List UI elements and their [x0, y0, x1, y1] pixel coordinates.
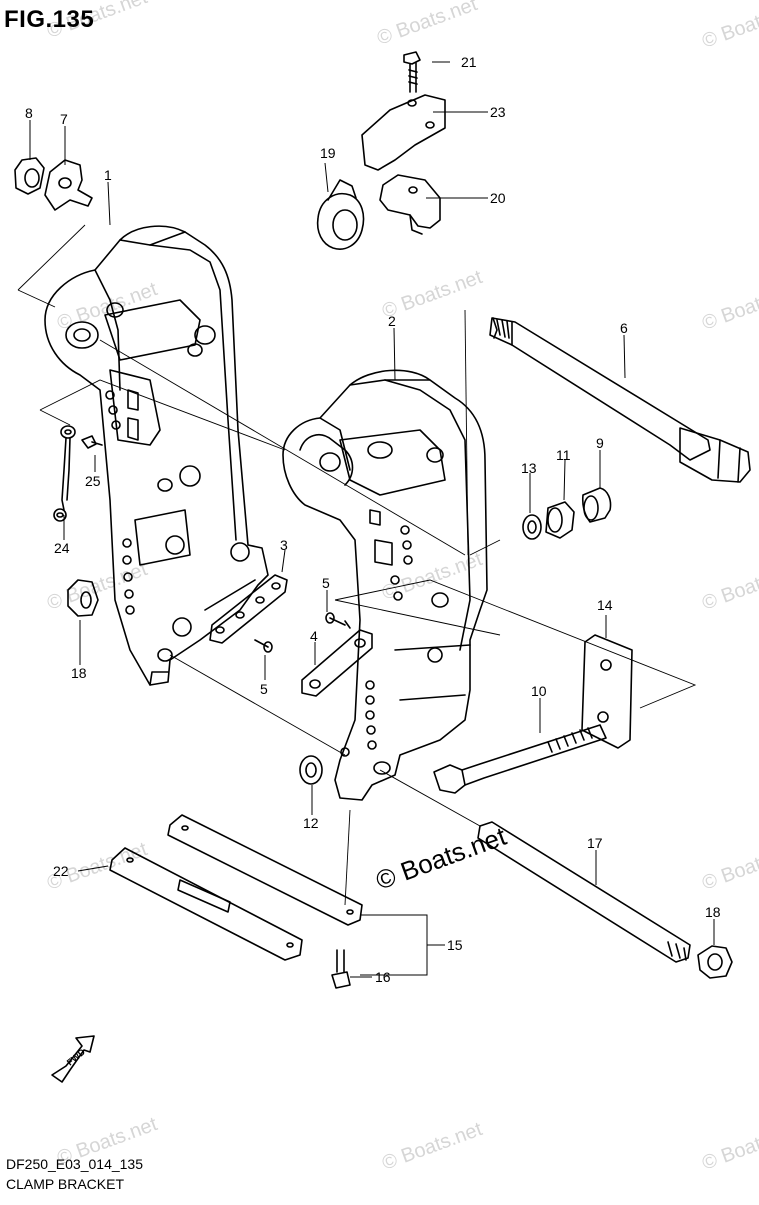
part-19-grommet: [316, 179, 365, 250]
callout-13: 13: [521, 460, 537, 476]
part-2-clamp-bracket-right: [282, 369, 488, 801]
callout-24: 24: [54, 540, 70, 556]
callout-17: 17: [587, 835, 603, 851]
callout-4: 4: [310, 628, 318, 644]
callout-18a: 18: [71, 665, 87, 681]
callout-25: 25: [85, 473, 101, 489]
watermark: © Boats.net: [699, 1118, 759, 1175]
callout-labels: 1 2 3 4 5 5 6 7 8 9 10 11 12 13 14 15 16…: [25, 54, 721, 985]
part-24-ground-wire: [53, 425, 76, 522]
figure-title: FIG.135: [4, 6, 95, 33]
part-17-rod: [477, 821, 691, 963]
callout-22: 22: [53, 863, 69, 879]
part-5-screw-lower: [254, 639, 273, 653]
part-16-bolt: [331, 949, 351, 989]
watermark: © Boats.net: [699, 838, 759, 895]
callout-23: 23: [490, 104, 506, 120]
part-8-nut: [14, 157, 45, 195]
part-14-plate: [581, 634, 633, 749]
callout-6: 6: [620, 320, 628, 336]
part-7-clip: [44, 159, 93, 211]
part-10-bolt: [433, 724, 607, 794]
watermark: © Boats.net: [379, 1118, 485, 1175]
part-23-cover: [361, 94, 446, 171]
callout-11: 11: [556, 447, 571, 463]
part-20-bracket: [379, 174, 441, 235]
part-3-plate: [209, 574, 288, 644]
callout-7: 7: [60, 111, 68, 127]
callout-3: 3: [280, 537, 288, 553]
callout-9: 9: [596, 435, 604, 451]
watermark: © Boats.net: [699, 0, 759, 53]
part-15-shim: [167, 814, 363, 926]
callout-12: 12: [303, 815, 319, 831]
part-22-shim: [109, 847, 303, 961]
leader-lines: [29, 61, 715, 978]
callout-16: 16: [375, 969, 391, 985]
callout-15: 15: [447, 937, 463, 953]
figure-caption: CLAMP BRACKET: [6, 1176, 124, 1192]
part-13-washer: [522, 514, 542, 540]
callout-14: 14: [597, 597, 613, 613]
fwd-arrow-icon: [51, 1035, 95, 1083]
watermark-prominent: © Boats.net: [372, 821, 511, 896]
watermark: © Boats.net: [374, 0, 480, 50]
part-9-bushing: [581, 487, 612, 523]
part-6-tilt-tube: [489, 317, 751, 483]
part-4-plate: [301, 629, 373, 697]
part-5-screw-upper: [325, 612, 351, 629]
part-11-nut: [545, 501, 575, 539]
part-18-nut-right: [697, 945, 733, 979]
callout-1: 1: [104, 167, 112, 183]
watermark: © Boats.net: [44, 558, 150, 615]
assembly-lines: [17, 224, 697, 906]
callout-21: 21: [461, 54, 477, 70]
part-1-clamp-bracket-left: [44, 225, 269, 686]
callout-5a: 5: [322, 575, 330, 591]
part-18-nut-left: [67, 579, 99, 617]
callout-20: 20: [490, 190, 506, 206]
part-12-washer: [299, 755, 323, 785]
callout-2: 2: [388, 313, 396, 329]
part-21-bolt: [403, 51, 421, 93]
watermark: © Boats.net: [699, 278, 759, 335]
part-25-screw: [81, 435, 103, 449]
callout-5b: 5: [260, 681, 268, 697]
callout-8: 8: [25, 105, 33, 121]
figure-code: DF250_E03_014_135: [6, 1156, 144, 1172]
callout-19: 19: [320, 145, 336, 161]
callout-10: 10: [531, 683, 547, 699]
watermark: © Boats.net: [699, 558, 759, 615]
callout-18b: 18: [705, 904, 721, 920]
